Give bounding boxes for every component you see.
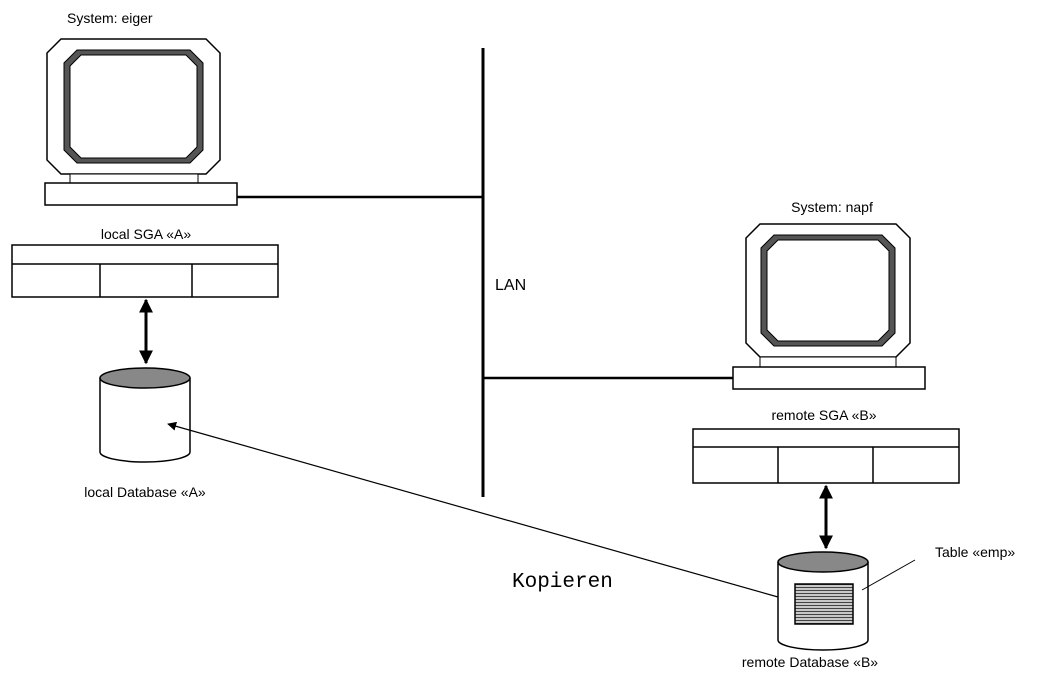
remote-database-label: remote Database «B» [742,654,878,670]
copy-arrow [167,421,779,598]
local-system-label: System: eiger [67,10,153,26]
local-computer-icon [44,38,238,206]
remote-sga-box [692,428,960,484]
emp-table-icon [794,583,854,625]
emp-table-callout [861,559,916,591]
emp-table-label: Table «emp» [935,544,1015,560]
copy-label: Kopieren [512,571,613,594]
remote-system-label: System: napf [791,199,873,215]
local-database-label: local Database «A» [84,484,206,500]
remote-computer-icon [732,223,926,390]
local-database-icon [99,367,191,463]
local-sga-box [11,244,279,298]
remote-sga-label: remote SGA «B» [771,407,876,423]
lan-label: LAN [495,277,526,294]
local-sga-label: local SGA «A» [101,226,191,242]
